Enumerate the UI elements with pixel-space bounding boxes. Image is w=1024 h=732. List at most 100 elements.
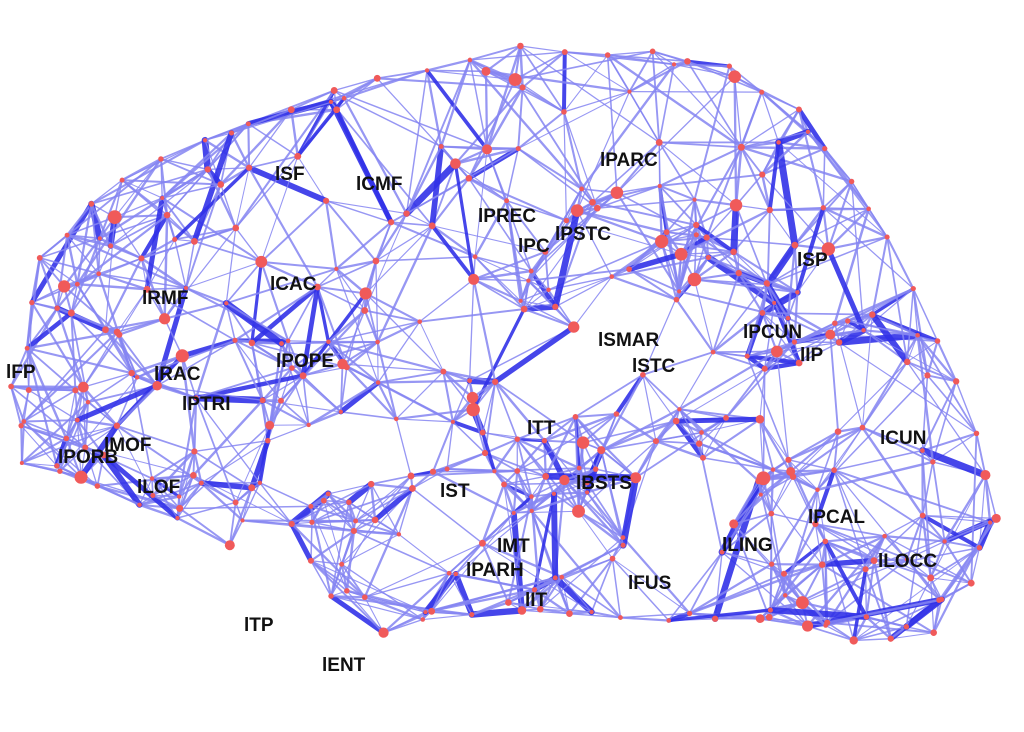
edge (104, 328, 159, 387)
edge (853, 638, 892, 642)
edge (864, 568, 892, 640)
node (818, 561, 826, 568)
edge (376, 69, 428, 80)
edge (921, 380, 958, 452)
node (518, 298, 523, 303)
edge (768, 206, 825, 211)
node (882, 533, 887, 539)
edge (596, 185, 661, 209)
edge (114, 197, 163, 218)
edge (746, 355, 790, 461)
edge (452, 380, 471, 423)
edge (801, 563, 824, 604)
edge (287, 340, 293, 369)
edge (279, 309, 366, 402)
node (257, 480, 263, 486)
edge (886, 236, 915, 290)
edge (693, 278, 769, 286)
edge (521, 609, 571, 615)
node (849, 636, 858, 645)
edge (160, 139, 206, 160)
edge (364, 596, 385, 634)
edge (563, 111, 567, 222)
edge (929, 540, 946, 579)
node (88, 201, 95, 207)
edge (740, 146, 853, 183)
edge (678, 408, 700, 445)
edge (98, 179, 124, 240)
edge (906, 558, 932, 579)
node (54, 463, 60, 469)
edge (744, 353, 802, 366)
edge (468, 177, 532, 272)
edge (822, 147, 826, 209)
edge (807, 130, 888, 238)
edge (869, 311, 911, 366)
node (481, 449, 489, 457)
node (466, 402, 480, 417)
edge (550, 490, 559, 581)
edge (725, 341, 796, 419)
nodes (8, 42, 1001, 645)
edge (686, 60, 763, 93)
edge (138, 503, 181, 510)
edge (864, 535, 886, 571)
node (618, 615, 623, 621)
edge (916, 334, 958, 383)
edge (642, 374, 677, 422)
edge (260, 199, 328, 263)
node (481, 66, 491, 76)
edge (766, 248, 830, 286)
node (695, 440, 703, 447)
edge (430, 223, 476, 282)
node (666, 618, 672, 623)
node (693, 232, 699, 238)
edge (374, 212, 408, 263)
edge (798, 341, 840, 364)
edge (552, 574, 595, 616)
edge (376, 320, 421, 344)
edge (568, 612, 622, 619)
edge (467, 177, 508, 202)
edge (230, 108, 293, 134)
edge (468, 607, 526, 618)
edge (324, 199, 338, 270)
edge (516, 470, 533, 498)
node (191, 237, 198, 245)
node (795, 290, 800, 295)
edge (621, 536, 691, 615)
edge (916, 334, 934, 464)
edge (829, 333, 839, 433)
node (325, 491, 331, 497)
edge (200, 440, 269, 484)
node (504, 198, 510, 204)
edge (151, 477, 154, 497)
edge (610, 275, 678, 301)
edge (426, 69, 487, 73)
node (74, 470, 88, 484)
node (128, 369, 135, 377)
edge (707, 250, 735, 259)
edge (642, 290, 680, 376)
edge (65, 437, 83, 479)
edge (516, 413, 618, 472)
edge (370, 482, 414, 490)
edge (74, 389, 118, 427)
node (217, 181, 225, 188)
region-label-lent: lENT (322, 655, 366, 676)
edge (544, 201, 594, 253)
edge (39, 257, 78, 285)
edge (468, 278, 475, 382)
edge (484, 70, 489, 151)
edge (519, 250, 547, 302)
edge (280, 367, 293, 402)
edge (596, 198, 696, 209)
edge (503, 483, 523, 611)
edge (405, 145, 443, 215)
edge (82, 385, 119, 427)
node (526, 278, 531, 283)
edge (161, 183, 222, 199)
edge (309, 529, 356, 562)
edge (118, 333, 159, 387)
edge (552, 491, 589, 495)
